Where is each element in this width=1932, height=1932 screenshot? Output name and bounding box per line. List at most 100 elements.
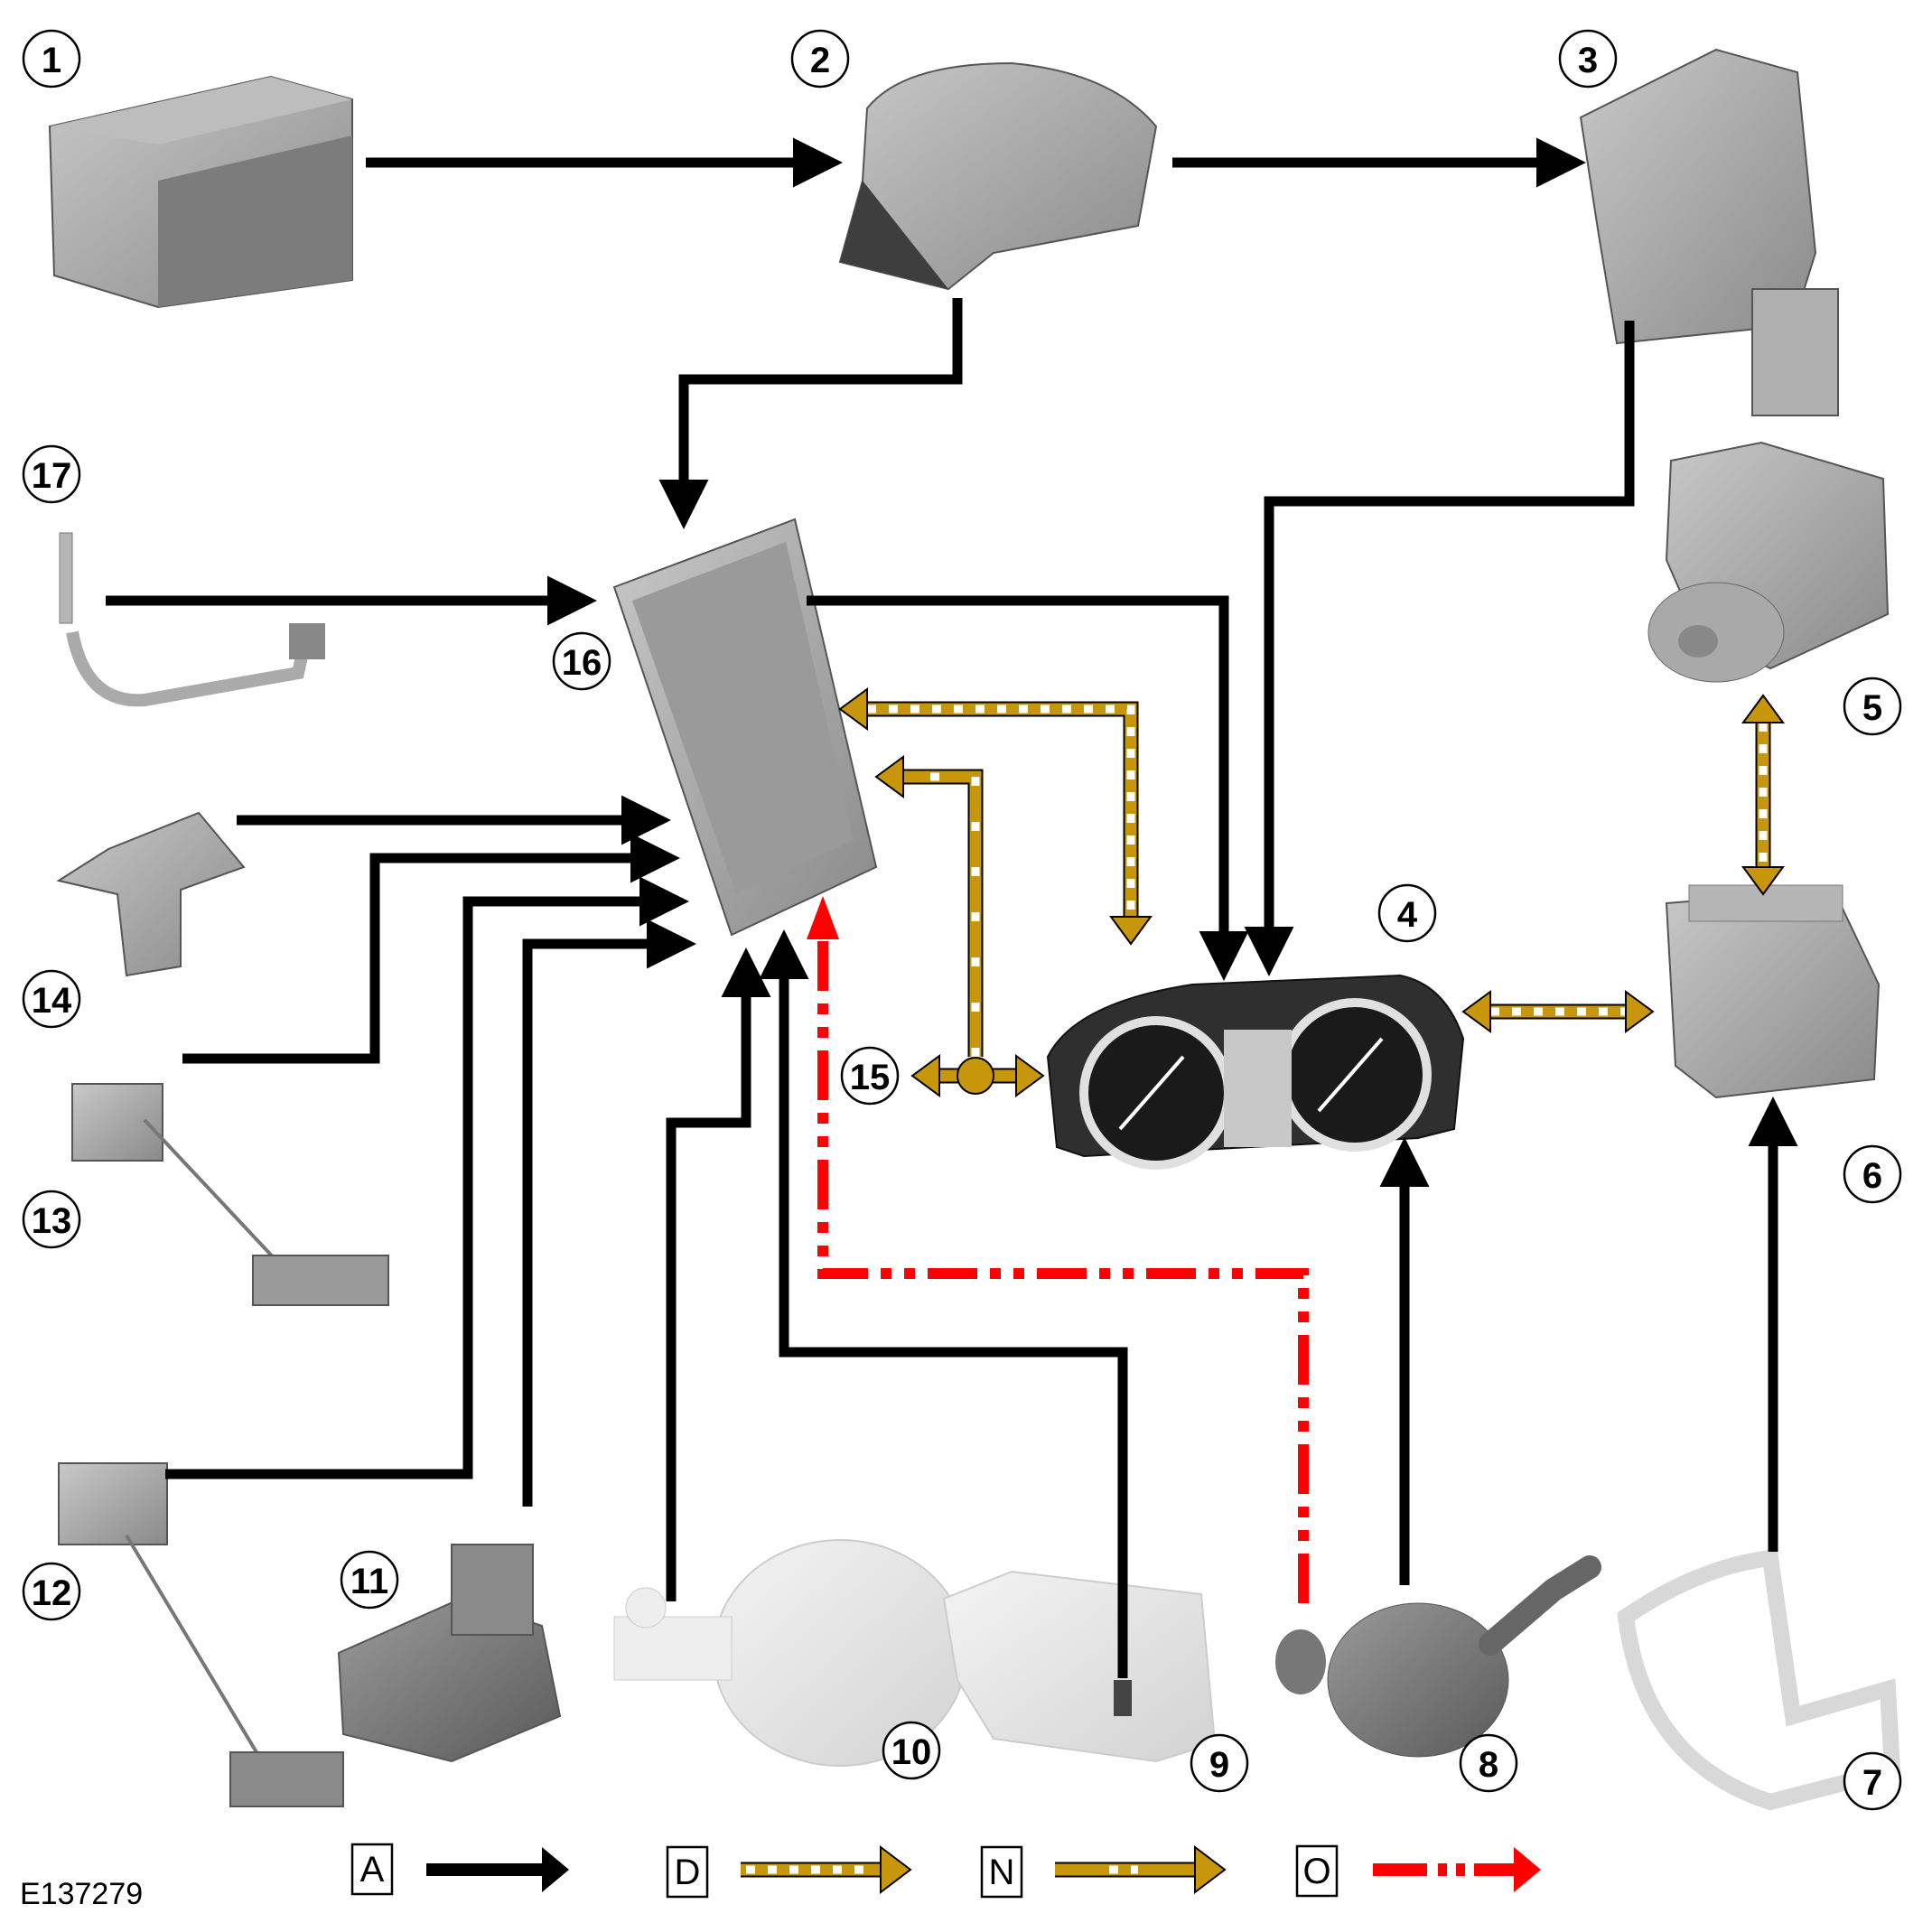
tailgate-latch-icon — [56, 811, 246, 977]
link-16-4 — [807, 595, 1249, 981]
legend-key-o: O — [1302, 1852, 1330, 1891]
callout-13: 13 — [22, 1190, 81, 1249]
callout-label: 9 — [1209, 1745, 1229, 1785]
callout-label: 11 — [350, 1562, 388, 1601]
legend-item-a: A — [350, 1843, 394, 1896]
callout-circle — [340, 1550, 399, 1610]
callout-circle — [22, 969, 81, 1029]
arrowhead — [910, 1054, 940, 1097]
callout-3: 3 — [1558, 29, 1618, 89]
callout-circle — [1843, 677, 1902, 736]
legend-item-n: N — [980, 1845, 1023, 1899]
engine-control-module-icon — [1665, 884, 1881, 1099]
callout-14: 14 — [22, 969, 81, 1029]
callout-6: 6 — [1843, 1144, 1902, 1204]
callout-label: 13 — [32, 1201, 72, 1241]
instrument-cluster-icon — [1046, 974, 1465, 1170]
callout-label: 1 — [42, 41, 61, 80]
arrowhead — [1741, 866, 1785, 896]
callout-5: 5 — [1843, 677, 1902, 736]
legend-key-d: D — [675, 1853, 701, 1892]
fuel-level-sender-icon — [58, 1462, 344, 1807]
arrowhead — [1015, 1054, 1045, 1097]
legend-swatch-gold-dense — [741, 1844, 912, 1895]
steering-column-switch-icon — [1275, 1555, 1601, 1758]
link-13-16 — [182, 833, 680, 1064]
arrowhead — [838, 687, 868, 731]
washer-reservoir-icon — [942, 1570, 1217, 1763]
battery-icon — [48, 75, 353, 309]
link-11-16 — [522, 919, 696, 1507]
callout-2: 2 — [790, 29, 850, 89]
actuator-module-icon — [337, 1544, 562, 1763]
callout-circle — [552, 631, 611, 691]
callout-16: 16 — [552, 631, 611, 691]
callout-7: 7 — [1843, 1751, 1902, 1811]
callout-15: 15 — [840, 1046, 900, 1106]
callout-label: 7 — [1862, 1763, 1882, 1803]
callout-circle — [790, 29, 850, 89]
link-9-16 — [759, 929, 1128, 1678]
fuel-level-sender-icon — [71, 1083, 389, 1306]
arrowhead — [1109, 916, 1153, 946]
door-frame-switch-icon — [1617, 1548, 1901, 1811]
callout-circle — [840, 1046, 900, 1106]
dash-dot-connection-8-16 — [807, 896, 1309, 1603]
legend-item-d: D — [666, 1845, 709, 1899]
callout-label: 5 — [1862, 688, 1882, 728]
callout-circle — [22, 1562, 81, 1621]
fuse-relay-box-icon — [1579, 48, 1839, 416]
callout-circle — [1459, 1733, 1518, 1793]
callout-label: 15 — [850, 1058, 891, 1097]
callout-circle — [1843, 1751, 1902, 1811]
link-10-16 — [666, 947, 771, 1601]
callout-9: 9 — [1190, 1733, 1249, 1793]
callout-circle — [22, 444, 81, 504]
body-control-module-icon — [612, 518, 878, 937]
callout-circle — [22, 1190, 81, 1249]
callout-circle — [882, 1721, 941, 1780]
legend: A D N O — [350, 1843, 1541, 1899]
abs-module-icon — [1647, 441, 1890, 683]
figure-id: E137279 — [20, 1877, 143, 1911]
link-3-4 — [1244, 321, 1635, 976]
bus-link-4-16 — [838, 687, 1153, 946]
callout-11: 11 — [340, 1550, 399, 1610]
legend-item-o: O — [1295, 1844, 1339, 1898]
callout-4: 4 — [1377, 883, 1437, 943]
hardwired-connections — [106, 137, 1798, 1678]
legend-key-n: N — [989, 1853, 1015, 1892]
legend-key-a: A — [360, 1850, 385, 1890]
callout-circle — [1558, 29, 1618, 89]
bus-link-5-6 — [1741, 694, 1785, 896]
callout-17: 17 — [22, 444, 81, 504]
callout-12: 12 — [22, 1562, 81, 1621]
callout-label: 14 — [32, 981, 72, 1021]
temperature-sensor-icon — [59, 532, 325, 707]
callout-circle — [1377, 883, 1437, 943]
callout-label: 6 — [1862, 1156, 1882, 1196]
callout-label: 12 — [32, 1573, 72, 1613]
brake-booster-icon — [613, 1539, 967, 1767]
callout-1: 1 — [22, 29, 81, 89]
callout-circle — [22, 29, 81, 89]
callout-label: 16 — [562, 643, 602, 683]
callout-label: 4 — [1397, 895, 1418, 935]
junction-box-icon — [838, 61, 1158, 291]
callout-circle — [1190, 1733, 1249, 1793]
link-12-16 — [165, 876, 689, 1479]
callout-label: 3 — [1578, 41, 1598, 80]
bus-junction-node — [957, 1057, 994, 1095]
arrowhead — [1741, 694, 1785, 723]
callout-label: 2 — [810, 41, 830, 80]
arrowhead — [1625, 990, 1655, 1033]
bus-link-4-6 — [1461, 990, 1655, 1033]
callout-label: 17 — [32, 456, 72, 496]
arrowhead — [874, 755, 904, 798]
callout-label: 8 — [1479, 1745, 1498, 1785]
bus-link-15-16 — [874, 755, 984, 1057]
callout-10: 10 — [882, 1721, 941, 1780]
arrowhead — [1461, 990, 1491, 1033]
callout-label: 10 — [891, 1732, 932, 1772]
